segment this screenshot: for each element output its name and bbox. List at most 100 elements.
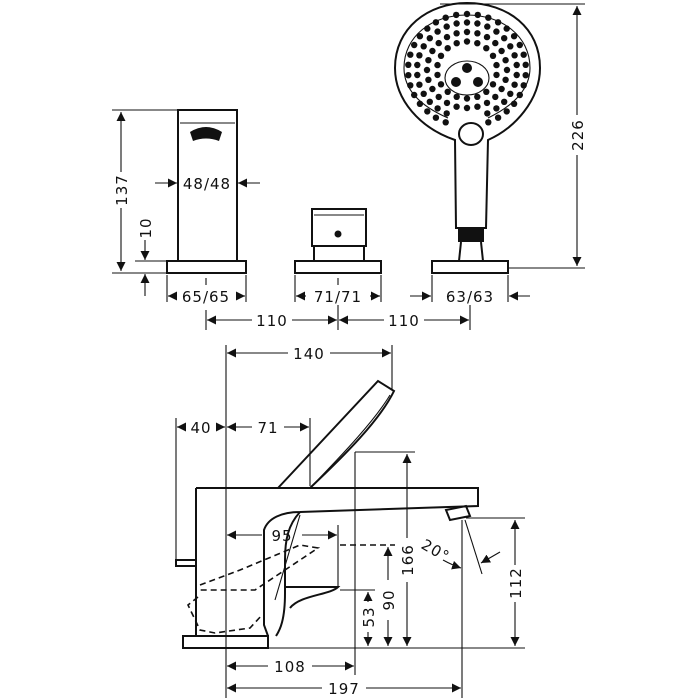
- spray-nozzle: [492, 93, 499, 101]
- spray-nozzle: [453, 11, 460, 19]
- label-48-48: 48/48: [183, 175, 231, 193]
- spray-nozzle: [432, 19, 440, 26]
- dim-137: 137: [112, 109, 178, 274]
- spray-nozzle: [463, 38, 471, 45]
- spray-nozzle: [443, 33, 451, 41]
- spray-nozzle: [420, 43, 427, 50]
- label-110-left: 110: [256, 312, 288, 330]
- dim-40: 40: [175, 418, 225, 560]
- spray-nozzle: [434, 105, 441, 112]
- spray-nozzle: [405, 61, 412, 68]
- spout-front-view: [166, 109, 247, 274]
- spray-nozzle: [437, 52, 445, 59]
- label-71-71: 71/71: [314, 288, 362, 306]
- spray-nozzle: [429, 47, 436, 55]
- spray-nozzle: [453, 103, 460, 110]
- spray-nozzle: [483, 45, 490, 52]
- spray-nozzle: [424, 108, 431, 115]
- spray-nozzle: [483, 99, 491, 107]
- spray-nozzle: [434, 71, 441, 79]
- spray-nozzle: [484, 110, 491, 117]
- spray-nozzle: [474, 30, 481, 37]
- spray-nozzle: [442, 14, 449, 21]
- mixer-side-view: [175, 379, 479, 649]
- mode-button-icon: [458, 122, 484, 146]
- dim-71: 71: [227, 418, 311, 486]
- spray-nozzle: [425, 76, 432, 84]
- spray-nozzle: [411, 91, 418, 99]
- dim-65-65: 65/65: [166, 275, 247, 306]
- spray-nozzle: [511, 81, 518, 88]
- label-40: 40: [190, 419, 211, 437]
- spray-nozzle: [453, 20, 460, 27]
- spray-nozzle: [494, 19, 502, 26]
- spray-nozzle: [507, 90, 514, 98]
- spray-nozzle: [425, 57, 432, 64]
- spray-nozzle: [443, 23, 450, 30]
- spray-nozzle: [520, 82, 527, 89]
- spray-nozzle: [503, 25, 510, 32]
- spray-nozzle: [474, 103, 481, 110]
- dim-20-degrees: 20°: [418, 519, 501, 575]
- dim-197: 197: [227, 520, 463, 698]
- spray-nozzle: [416, 52, 423, 59]
- spray-nozzle: [489, 52, 497, 59]
- diverter-valve-front-view: [294, 208, 382, 274]
- spray-nozzle: [516, 91, 523, 99]
- dim-48-48: 48/48: [155, 175, 260, 193]
- spray-nozzle: [426, 35, 433, 42]
- spray-nozzle: [463, 28, 471, 36]
- spray-nozzle: [501, 35, 508, 42]
- spray-nozzle: [483, 88, 490, 96]
- spray-nozzle: [493, 61, 500, 69]
- spray-nozzle: [434, 61, 441, 69]
- spray-nozzle: [453, 40, 460, 47]
- spray-nozzle: [493, 71, 500, 79]
- spray-nozzle: [434, 28, 441, 35]
- label-110-right: 110: [388, 312, 420, 330]
- spray-nozzle: [498, 47, 505, 55]
- dim-10: 10: [135, 217, 167, 296]
- spray-nozzle: [494, 114, 502, 121]
- spray-nozzle: [435, 39, 442, 47]
- spray-nozzle: [407, 82, 414, 89]
- label-226: 226: [569, 119, 587, 151]
- spray-nozzle: [443, 99, 451, 107]
- label-137: 137: [113, 174, 131, 206]
- dim-71-71: 71/71: [294, 275, 382, 306]
- spray-nozzle: [463, 104, 471, 112]
- spray-nozzle: [513, 61, 520, 69]
- spray-nozzle: [414, 71, 421, 79]
- spray-nozzle: [503, 66, 511, 74]
- spray-nozzle: [484, 23, 491, 30]
- spray-nozzles: [405, 10, 529, 126]
- dim-140: 140: [227, 345, 393, 390]
- spray-nozzle: [444, 45, 451, 52]
- spray-nozzle: [423, 66, 431, 74]
- label-71: 71: [257, 419, 278, 437]
- spray-nozzle: [463, 95, 471, 102]
- spray-nozzle: [474, 11, 481, 19]
- spray-nozzle: [485, 119, 492, 126]
- spray-nozzle: [474, 40, 481, 47]
- spray-nozzle: [474, 20, 481, 27]
- aerator-icon: [190, 127, 222, 141]
- spray-nozzle: [502, 57, 509, 64]
- spray-nozzle: [492, 39, 499, 47]
- spray-nozzle: [483, 33, 491, 41]
- spray-nozzle: [416, 100, 424, 108]
- dim-53: 53: [340, 589, 378, 646]
- dim-95: 95: [227, 525, 339, 587]
- spray-nozzle: [416, 33, 424, 40]
- spray-nozzle: [511, 52, 518, 59]
- hand-shower-front-view: [393, 1, 542, 274]
- spray-nozzle: [493, 105, 500, 112]
- spray-nozzle: [407, 51, 414, 58]
- spray-nozzle: [501, 98, 508, 106]
- label-108: 108: [274, 658, 306, 676]
- dim-110-spacing: 110 110: [205, 305, 471, 330]
- spray-nozzle: [516, 41, 523, 49]
- spray-nozzle: [502, 76, 509, 84]
